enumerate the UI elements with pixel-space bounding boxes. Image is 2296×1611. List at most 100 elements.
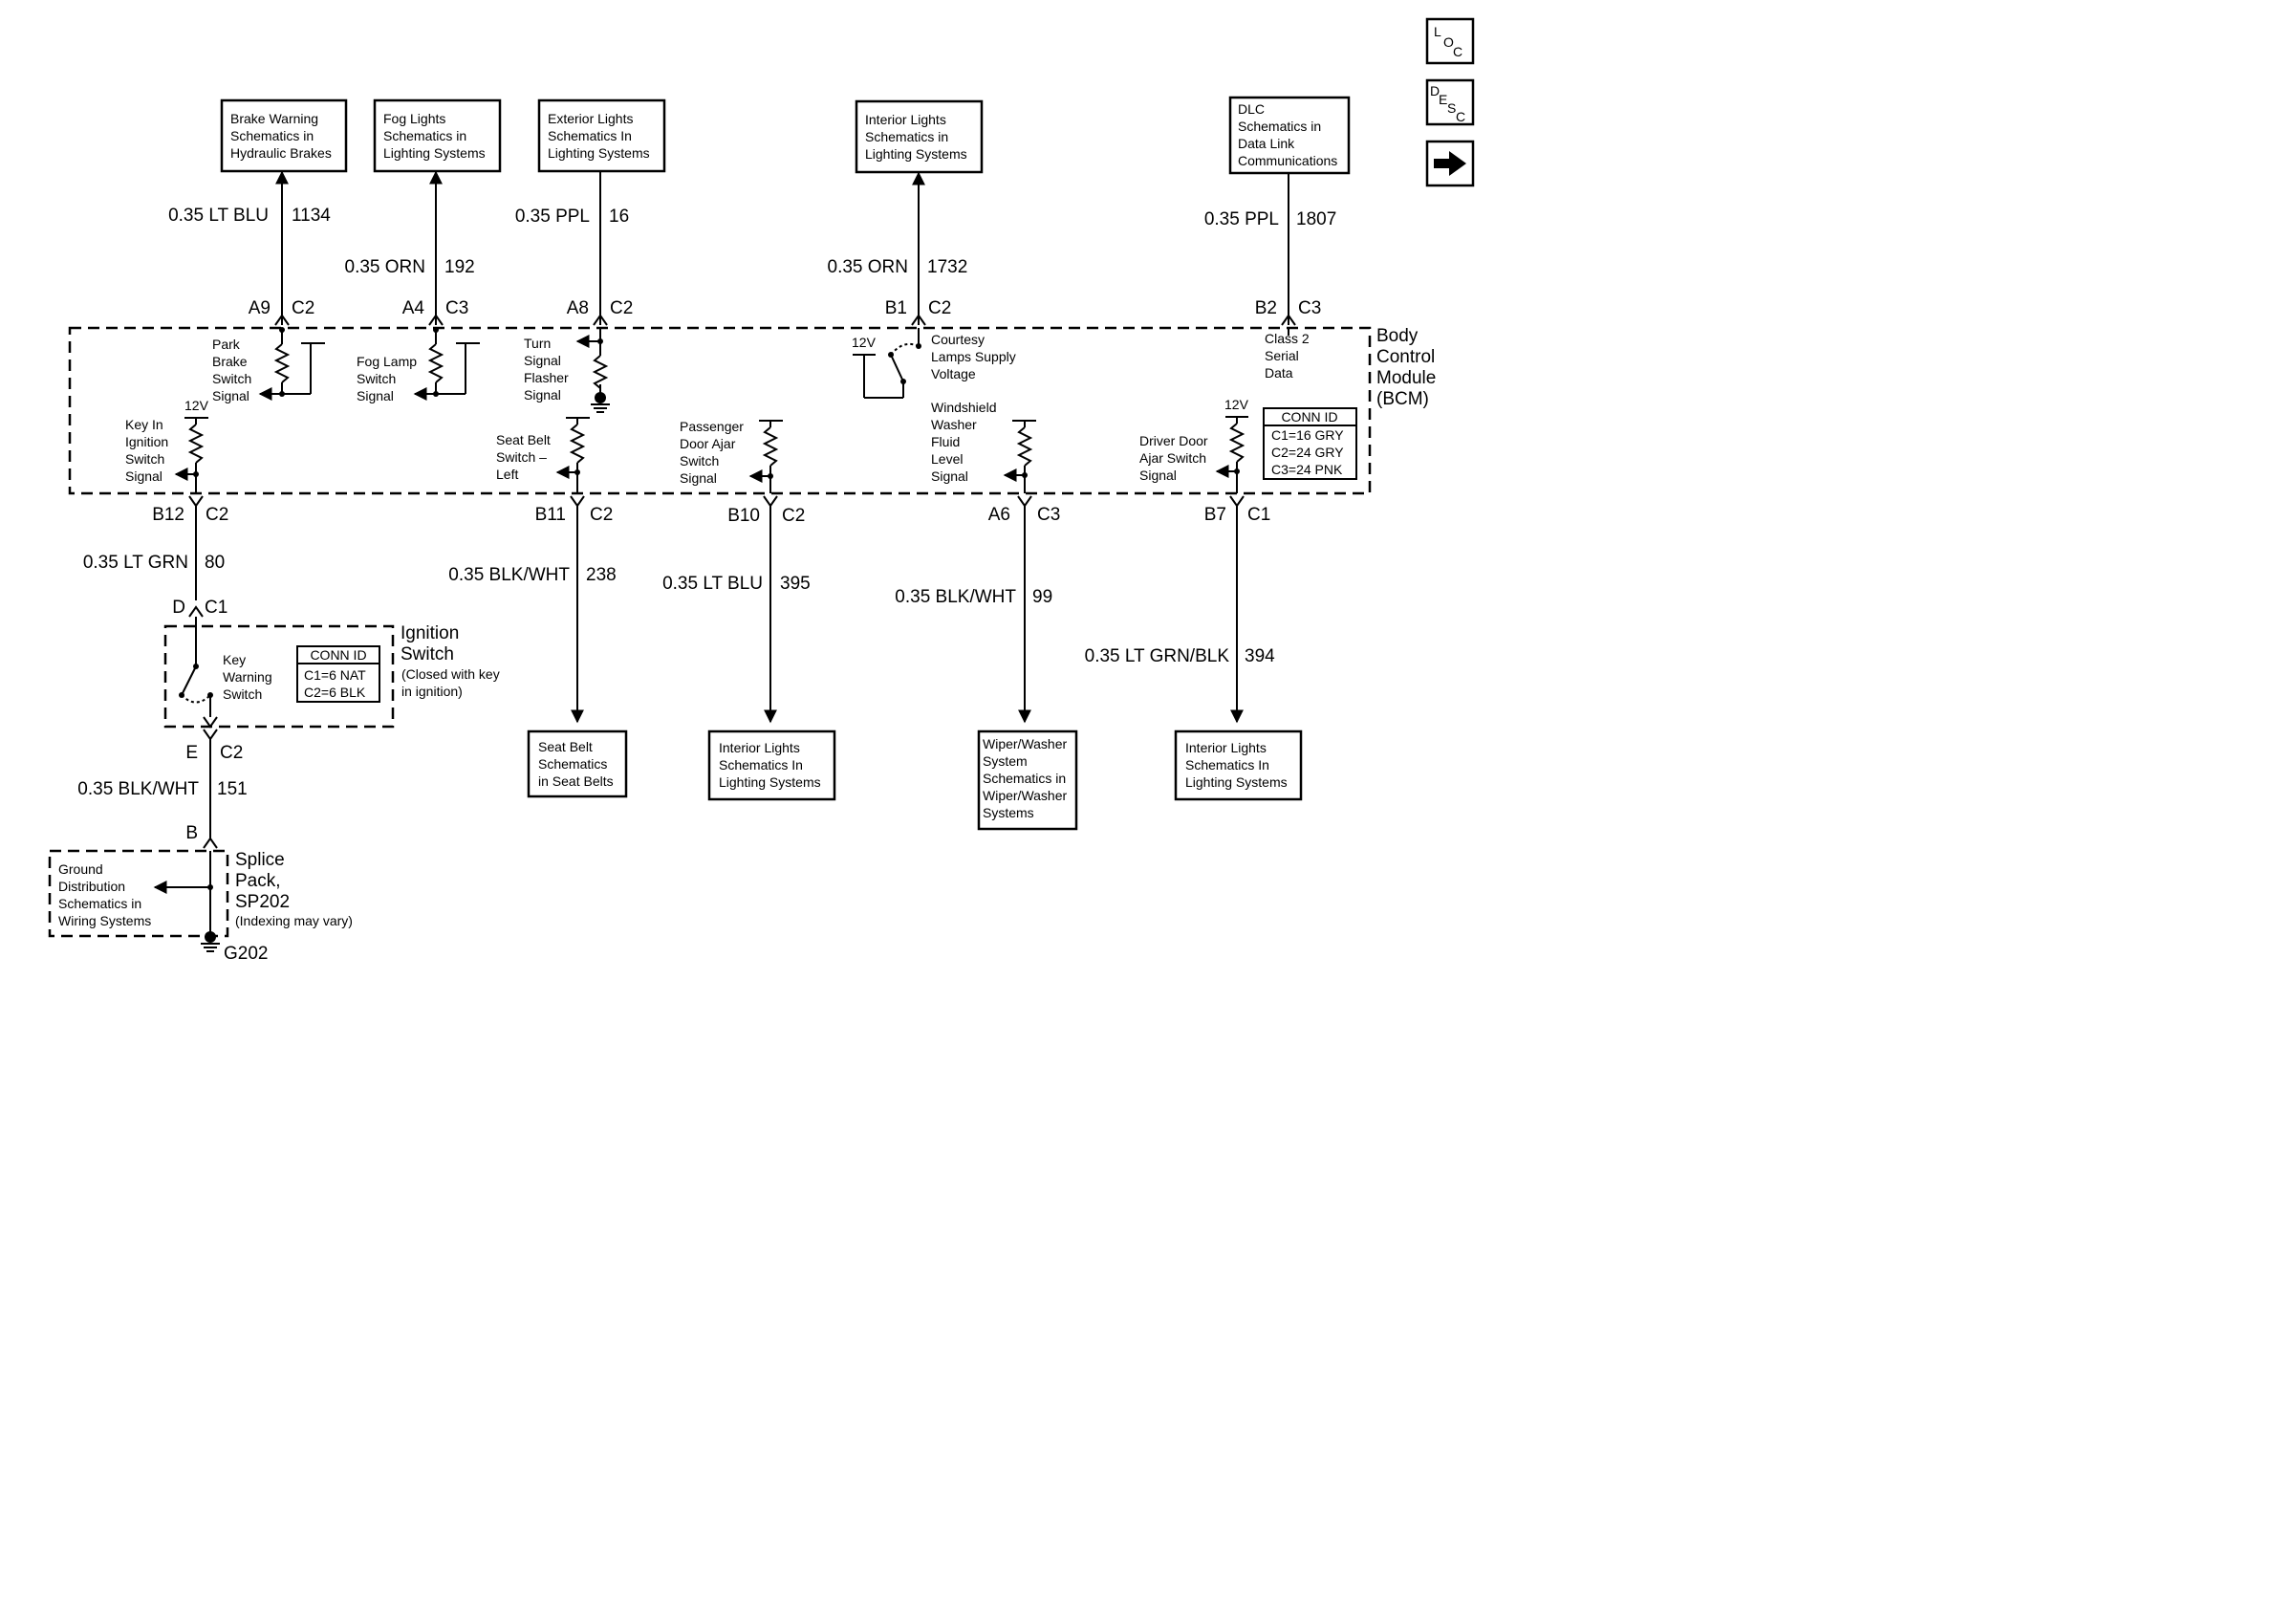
exterior-lights-box[interactable]: Exterior Lights Schematics In Lighting S… — [537, 98, 666, 173]
splice-note: (Indexing may vary) — [235, 913, 353, 928]
splice-pack: Ground Distribution Schematics in Wiring… — [48, 849, 353, 964]
loc-letter-o: O — [1443, 34, 1454, 50]
pin-label: B12 — [152, 505, 184, 525]
wire-gauge: 0.35 LT BLU — [662, 574, 763, 594]
circuit-label-line: Door Ajar — [680, 436, 736, 451]
circuit-label-line: Signal — [931, 468, 968, 484]
seat-belts-box[interactable]: Seat Belt Schematics in Seat Belts — [527, 729, 628, 798]
circuit-label-line: Signal — [524, 387, 561, 403]
connector-label: C2 — [206, 505, 228, 525]
circuit-label-line: Serial — [1265, 348, 1299, 363]
circuit-label-line: Voltage — [931, 366, 976, 381]
pin-label: B1 — [885, 298, 907, 318]
turn-signal-circuit: Turn Signal Flasher Signal — [524, 328, 610, 413]
wire-gauge: 0.35 PPL — [1204, 209, 1279, 229]
circuit-label-line: Signal — [680, 470, 717, 486]
ground-id-label: G202 — [224, 944, 268, 964]
desc-button[interactable]: D E S C — [1425, 78, 1475, 126]
box-line: Lighting Systems — [1185, 774, 1288, 790]
circuit-label-line: Ajar Switch — [1139, 450, 1206, 466]
box-line: Interior Lights — [1185, 740, 1267, 755]
circuit-label-line: Switch — [357, 371, 396, 386]
connector-label: C2 — [220, 743, 243, 763]
desc-letter-c: C — [1456, 109, 1465, 124]
wire-gauge: 0.35 LT BLU — [168, 206, 269, 226]
box-line: Interior Lights — [719, 740, 800, 755]
box-line: Hydraulic Brakes — [230, 145, 332, 161]
pin-label: B10 — [727, 506, 760, 526]
circuit-label-line: Ignition — [125, 434, 168, 449]
interior-lights-box-2[interactable]: Interior Lights Schematics In Lighting S… — [1174, 729, 1303, 801]
loc-letter-c: C — [1453, 44, 1462, 59]
fog-lights-box[interactable]: Fog Lights Schematics in Lighting System… — [373, 98, 502, 173]
desc-letter-s: S — [1447, 100, 1456, 116]
box-line: Systems — [983, 805, 1034, 820]
wire-gauge: 0.35 ORN — [828, 257, 908, 277]
box-line: Schematics in — [1238, 119, 1321, 134]
ground-box-line: Distribution — [58, 879, 125, 894]
ground-box-line: Wiring Systems — [58, 913, 151, 928]
courtesy-lamps-circuit: 12V Courtesy Lamps Supply Voltage — [852, 328, 1016, 399]
driver-door-circuit: 12V Driver Door Ajar Switch Signal — [1139, 397, 1249, 493]
bcm-title-line: (BCM) — [1376, 389, 1429, 409]
desc-letter-d: D — [1430, 83, 1440, 98]
conn-id-row: C1=16 GRY — [1271, 427, 1344, 443]
circuit-label-line: Brake — [212, 354, 248, 369]
wire-1732: 0.35 ORN 1732 B1 C2 — [828, 171, 967, 326]
pin-label: B2 — [1255, 298, 1277, 318]
wire-1807: 0.35 PPL 1807 B2 C3 — [1204, 174, 1336, 326]
voltage-label: 12V — [852, 335, 877, 350]
interior-lights-top-box[interactable]: Interior Lights Schematics in Lighting S… — [855, 99, 984, 174]
bcm-title-line: Control — [1376, 347, 1435, 367]
connector-label: C3 — [1298, 298, 1321, 318]
wire-394: B7 C1 0.35 LT GRN/BLK 394 — [1085, 495, 1275, 724]
circuit-label-line: Fog Lamp — [357, 354, 417, 369]
brake-warning-box[interactable]: Brake Warning Schematics in Hydraulic Br… — [220, 98, 348, 173]
next-button[interactable] — [1425, 140, 1475, 187]
wire-circuit: 80 — [205, 553, 225, 573]
circuit-label-line: Data — [1265, 365, 1293, 381]
box-line: Schematics in — [865, 129, 948, 144]
wire-circuit: 238 — [586, 565, 617, 585]
circuit-label-line: Seat Belt — [496, 432, 551, 447]
circuit-label-line: Lamps Supply — [931, 349, 1016, 364]
switch-label-line: Key — [223, 652, 246, 667]
conn-id-row: C3=24 PNK — [1271, 462, 1343, 477]
wire-circuit: 1134 — [292, 206, 331, 226]
wiper-washer-box[interactable]: Wiper/Washer System Schematics in Wiper/… — [977, 729, 1078, 831]
box-line: Interior Lights — [865, 112, 946, 127]
switch-label-line: Warning — [223, 669, 272, 685]
dlc-box[interactable]: DLC Schematics in Data Link Communicatio… — [1228, 96, 1351, 175]
connector-label: C2 — [610, 298, 633, 318]
splice-title-line: SP202 — [235, 892, 290, 912]
wire-192: 0.35 ORN 192 A4 C3 — [345, 170, 475, 326]
circuit-label-line: Switch – — [496, 449, 547, 465]
windshield-washer-circuit: Windshield Washer Fluid Level Signal — [931, 400, 1036, 493]
circuit-label-line: Signal — [1139, 468, 1177, 483]
wire-circuit: 16 — [609, 207, 629, 227]
wire-circuit: 99 — [1032, 587, 1052, 607]
box-line: Fog Lights — [383, 111, 445, 126]
connector-label: C2 — [782, 506, 805, 526]
interior-lights-box-1[interactable]: Interior Lights Schematics In Lighting S… — [707, 729, 836, 801]
circuit-label-line: Passenger — [680, 419, 744, 434]
circuit-label-line: Switch — [125, 451, 164, 467]
conn-id-row: C2=6 BLK — [304, 685, 366, 700]
box-line: Schematics in — [230, 128, 314, 143]
voltage-label: 12V — [1224, 397, 1249, 412]
pin-label: B11 — [535, 505, 566, 525]
connector-label: C1 — [205, 598, 227, 618]
circuit-label-line: Signal — [524, 353, 561, 368]
bcm-title-line: Module — [1376, 368, 1436, 388]
circuit-label-line: Washer — [931, 417, 977, 432]
wire-1134: 0.35 LT BLU 1134 A9 C2 — [168, 170, 331, 326]
box-line: Schematics in — [983, 771, 1066, 786]
wire-16: 0.35 PPL 16 A8 C2 — [515, 172, 633, 326]
circuit-label-line: Flasher — [524, 370, 569, 385]
loc-button[interactable]: L O C — [1425, 17, 1475, 65]
circuit-label-line: Courtesy — [931, 332, 985, 347]
ignition-title-line: Switch — [401, 644, 454, 664]
box-line: Wiper/Washer — [983, 788, 1068, 803]
box-line: Schematics — [538, 756, 607, 772]
connector-label: C2 — [590, 505, 613, 525]
